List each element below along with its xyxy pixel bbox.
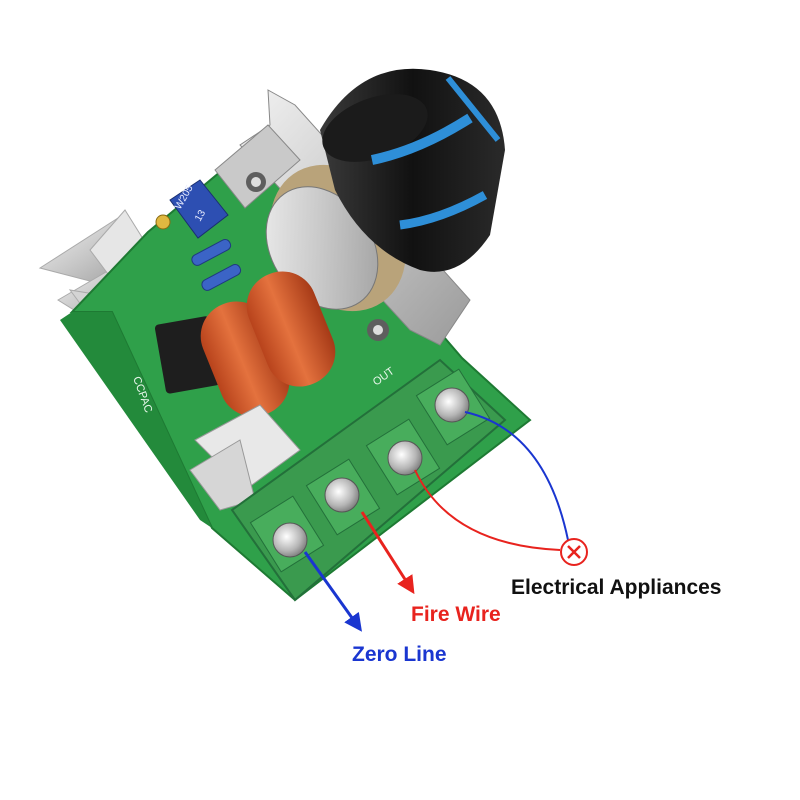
terminal-screw-4 <box>434 387 470 423</box>
terminal-screw-1 <box>272 522 308 558</box>
zero-line-label: Zero Line <box>352 643 447 666</box>
resistors <box>191 238 242 291</box>
zero-line-arrow <box>303 551 362 632</box>
fire-wire-label: Fire Wire <box>411 603 501 626</box>
terminal-3 <box>365 418 441 496</box>
terminal-screw-2 <box>324 477 360 513</box>
knob-stripe <box>370 113 473 165</box>
terminal-4 <box>415 368 491 446</box>
electrical-appliances-label: Electrical Appliances <box>511 576 722 599</box>
knob <box>320 68 505 272</box>
heatsink-front <box>189 404 301 511</box>
appliance-red-wire <box>414 469 561 551</box>
terminal-screw-3 <box>387 440 423 476</box>
appliance-blue-wire <box>464 411 569 541</box>
circle-x-icon <box>560 538 588 566</box>
fire-wire-arrow <box>360 511 415 595</box>
terminal-2 <box>305 458 381 536</box>
capacitors <box>200 271 336 417</box>
pot-marking-2: 13 <box>193 208 208 224</box>
